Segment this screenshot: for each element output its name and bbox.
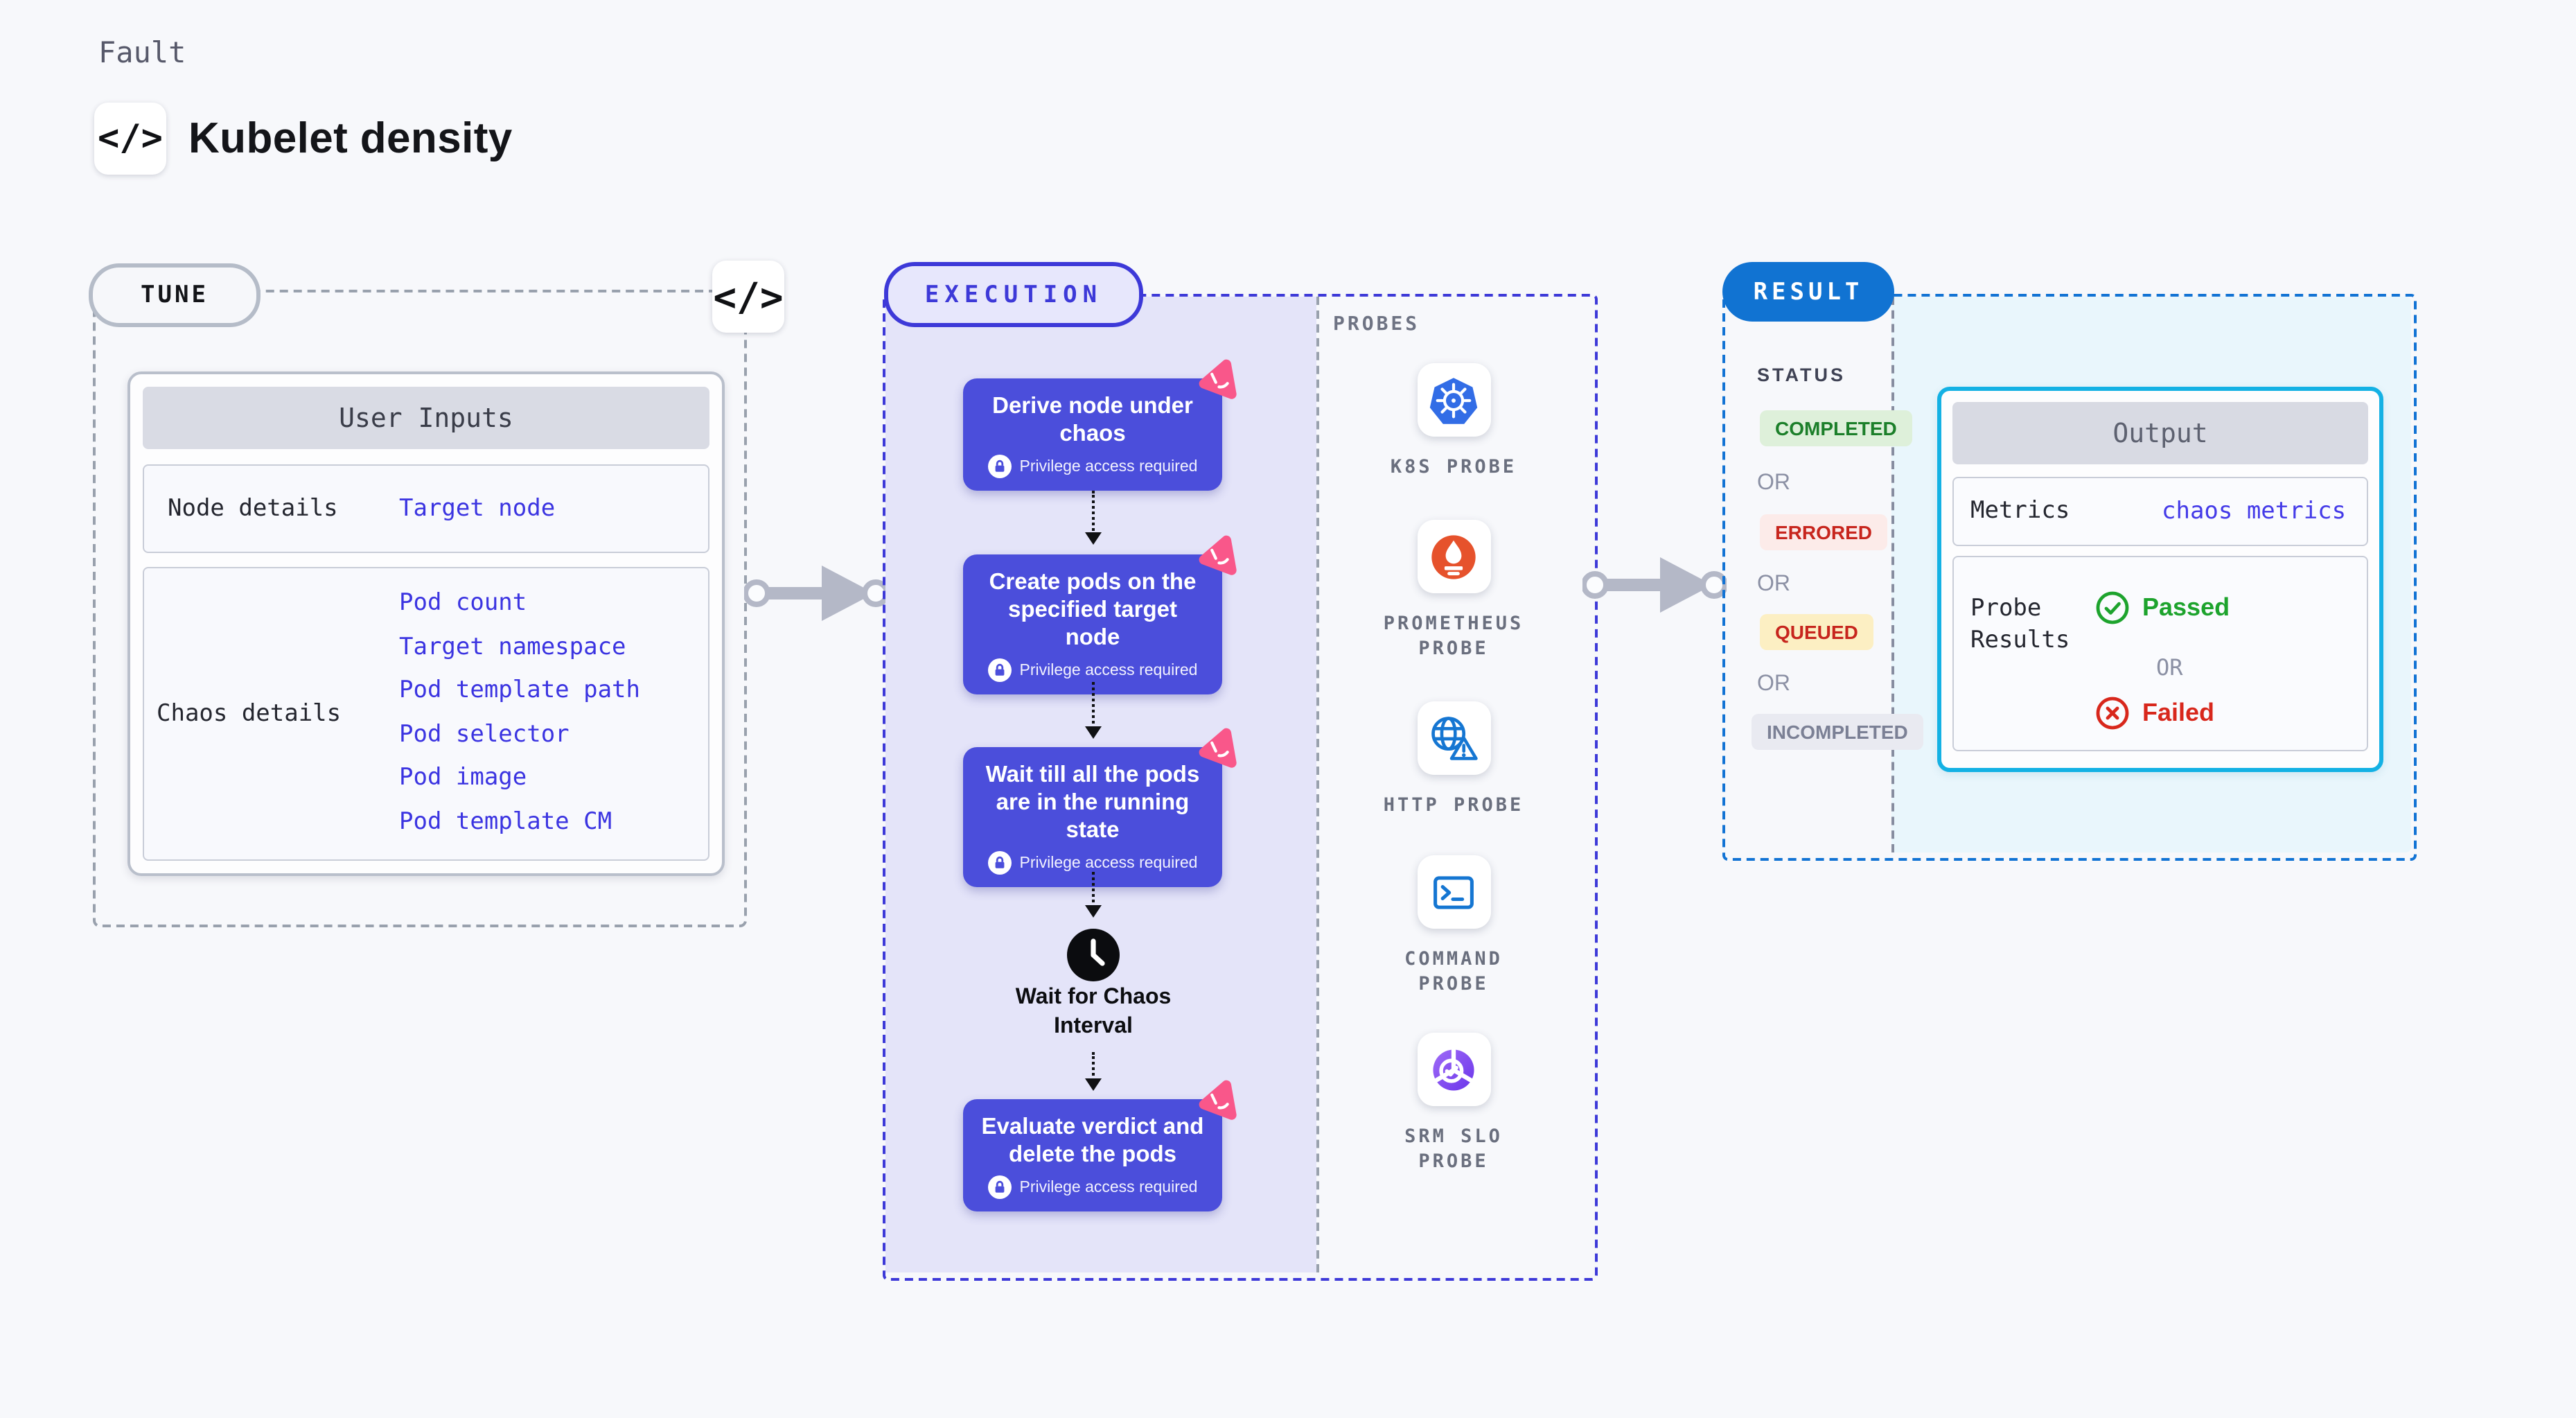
metrics-label: Metrics <box>1970 497 2070 525</box>
prometheus-icon <box>1417 520 1490 593</box>
execution-section <box>883 294 1598 1281</box>
lock-icon <box>987 455 1012 479</box>
or-separator: OR <box>1757 672 1790 696</box>
lock-icon <box>987 1175 1012 1200</box>
step-title: Create pods on the specified target node <box>989 570 1197 651</box>
probe-prometheus: PROMETHEUS PROBE <box>1343 520 1564 662</box>
step-derive-node: Derive node under chaos Privilege access… <box>963 359 1237 491</box>
lock-icon <box>987 658 1012 683</box>
step-create-pods: Create pods on the specified target node… <box>963 535 1237 695</box>
or-separator: OR <box>2156 654 2183 681</box>
probe-results-label: Probe Results <box>1970 595 2070 654</box>
or-separator: OR <box>1757 471 1790 495</box>
page-title: Kubelet density <box>188 114 513 162</box>
step-title: Derive node under chaos <box>992 394 1193 447</box>
status-badge-completed: COMPLETED <box>1760 410 1912 446</box>
link-target-namespace[interactable]: Target namespace <box>399 633 626 660</box>
link-pod-image[interactable]: Pod image <box>399 764 527 791</box>
status-title: STATUS <box>1757 365 1846 385</box>
flow-arrow-icon <box>1085 682 1102 739</box>
step-evaluate-verdict: Evaluate verdict and delete the pods Pri… <box>963 1080 1237 1212</box>
litmus-badge-icon <box>1199 535 1237 575</box>
status-badge-queued: QUEUED <box>1760 614 1873 650</box>
link-pod-selector[interactable]: Pod selector <box>399 720 570 748</box>
status-badge-errored: ERRORED <box>1760 514 1888 550</box>
litmus-badge-icon <box>1199 728 1237 768</box>
privilege-note: Privilege access required <box>963 845 1222 888</box>
node-details-row: Node details Target node <box>143 464 709 553</box>
clock-icon <box>1067 929 1120 981</box>
tune-section <box>93 290 747 927</box>
verdict-failed: Failed <box>2095 696 2214 730</box>
slo-pie-check-icon <box>1417 1033 1490 1106</box>
probe-k8s: K8S PROBE <box>1343 363 1564 480</box>
fault-kicker: Fault <box>98 36 186 69</box>
litmus-badge-icon <box>1199 1080 1237 1120</box>
arrow-execution-to-result-icon <box>1582 557 1727 613</box>
link-target-node[interactable]: Target node <box>399 495 556 523</box>
link-pod-template-cm[interactable]: Pod template CM <box>399 807 612 835</box>
chaos-details-row: Chaos details Pod count Target namespace… <box>143 567 709 861</box>
chaos-metrics-link[interactable]: chaos metrics <box>2162 498 2347 525</box>
page-header: </> Kubelet density <box>94 103 513 175</box>
step-title: Evaluate verdict and delete the pods <box>981 1114 1204 1168</box>
chaos-details-label: Chaos details <box>157 700 342 728</box>
lock-icon <box>987 851 1012 875</box>
probe-http: HTTP PROBE <box>1343 701 1564 818</box>
link-pod-count[interactable]: Pod count <box>399 589 527 617</box>
user-inputs-card: User Inputs Node details Target node Cha… <box>127 371 725 876</box>
status-badge-incompleted: INCOMPLETED <box>1752 714 1923 750</box>
check-circle-icon <box>2096 591 2129 624</box>
step-title: Wait till all the pods are in the runnin… <box>985 762 1200 843</box>
globe-alert-icon <box>1417 701 1490 775</box>
privilege-note: Privilege access required <box>963 652 1222 695</box>
or-separator: OR <box>1757 572 1790 596</box>
execution-pill: EXECUTION <box>884 262 1143 327</box>
code-icon-glyph: </> <box>713 274 784 320</box>
step-wait-pods-running: Wait till all the pods are in the runnin… <box>963 728 1237 888</box>
privilege-note: Privilege access required <box>963 448 1222 491</box>
code-icon-tune: </> <box>712 261 784 333</box>
flow-arrow-icon <box>1085 1052 1102 1091</box>
tune-pill: TUNE <box>89 263 261 327</box>
x-circle-icon <box>2096 697 2129 730</box>
code-icon: </> <box>94 103 166 175</box>
user-inputs-title: User Inputs <box>143 387 709 449</box>
kubernetes-icon <box>1417 363 1490 437</box>
probe-command: COMMAND PROBE <box>1343 855 1564 997</box>
arrow-tune-to-execution-icon <box>744 566 888 621</box>
flow-arrow-icon <box>1085 872 1102 918</box>
probe-results-row: Probe Results Passed OR Failed <box>1952 556 2368 751</box>
litmus-badge-icon <box>1199 359 1237 399</box>
link-pod-template-path[interactable]: Pod template path <box>399 676 640 704</box>
probes-divider <box>1316 297 1319 1272</box>
output-card: Output Metrics chaos metrics Probe Resul… <box>1937 387 2383 772</box>
privilege-note: Privilege access required <box>963 1169 1222 1212</box>
probes-title: PROBES <box>1333 313 1420 335</box>
node-details-label: Node details <box>168 495 338 523</box>
chaos-links: Pod count Target namespace Pod template … <box>399 589 640 835</box>
output-title: Output <box>1952 402 2368 464</box>
flow-arrow-icon <box>1085 491 1102 545</box>
metrics-row: Metrics chaos metrics <box>1952 477 2368 546</box>
result-section <box>1722 294 2417 861</box>
terminal-icon <box>1417 855 1490 929</box>
verdict-passed: Passed <box>2095 590 2230 625</box>
code-icon-glyph: </> <box>98 118 163 159</box>
probe-srm-slo: SRM SLO PROBE <box>1343 1033 1564 1175</box>
result-pill: RESULT <box>1722 262 1894 322</box>
wait-for-chaos-interval-label: Wait for Chaos Interval <box>1015 986 1172 1038</box>
